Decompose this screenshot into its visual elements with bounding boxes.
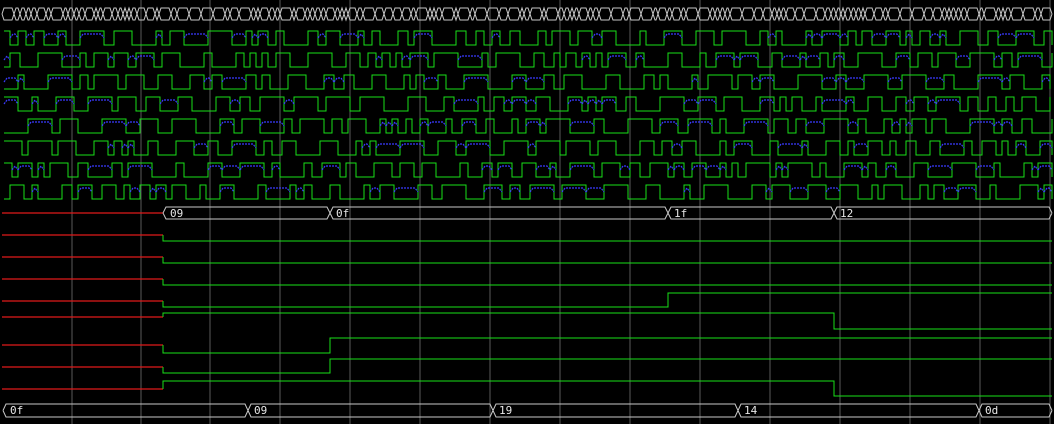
fast-signal-3 [4, 96, 1051, 112]
slow-signal-rows[interactable] [2, 234, 1052, 397]
fast-signal-1 [4, 52, 1053, 68]
bottom-bus-value-0: 0f [10, 404, 23, 417]
bottom-bus-trace [2, 403, 1053, 418]
mid-bus-trace [162, 206, 1053, 220]
fast-signal-5 [4, 140, 1053, 156]
slow-signal-2 [162, 279, 1052, 286]
fast-signal-glitch-2 [3, 77, 1051, 83]
slow-signal-0 [162, 235, 1052, 242]
slow-signal-3 [162, 292, 1052, 308]
slow-signal-1 [162, 257, 1052, 264]
slow-signal-7 [162, 380, 1052, 397]
bottom-bus-row[interactable]: 0f 09 19 14 0d [2, 403, 1053, 418]
bottom-bus-value-2: 19 [499, 404, 512, 417]
fast-signal-7 [4, 184, 1053, 200]
fast-signal-glitch-6 [11, 165, 1053, 171]
bottom-bus-value-3: 14 [744, 404, 758, 417]
fast-signal-2 [4, 74, 1051, 90]
bottom-bus-value-1: 09 [254, 404, 267, 417]
fast-signal-rows[interactable] [3, 30, 1053, 200]
mid-bus-value-1: 0f [336, 207, 349, 220]
mid-bus-value-0: 09 [170, 207, 183, 220]
fast-signal-glitch-7 [31, 187, 1053, 193]
clock-bus-row[interactable] [1, 6, 1053, 22]
fast-signal-glitch-1 [3, 55, 1043, 61]
fast-signal-glitch-4 [27, 121, 1013, 127]
fast-signal-0 [4, 30, 1053, 46]
mid-bus-value-2: 1f [674, 207, 687, 220]
time-grid [71, 0, 1051, 424]
fast-signal-glitch-3 [3, 99, 961, 105]
clock-bus-lower-trace [1, 12, 1053, 22]
fast-signal-4 [4, 118, 1053, 134]
fast-signal-glitch-0 [9, 33, 1035, 39]
clock-bus-upper-trace [1, 6, 1053, 16]
fast-signal-glitch-5 [107, 143, 1053, 149]
bottom-bus-value-4: 0d [985, 404, 998, 417]
slow-signal-5 [162, 337, 1052, 354]
slow-signal-6 [162, 358, 1052, 374]
mid-bus-row[interactable]: 09 0f 1f 12 [2, 206, 1053, 220]
fast-signal-6 [4, 162, 1053, 178]
slow-signal-4 [162, 312, 1052, 330]
mid-bus-value-3: 12 [840, 207, 853, 220]
